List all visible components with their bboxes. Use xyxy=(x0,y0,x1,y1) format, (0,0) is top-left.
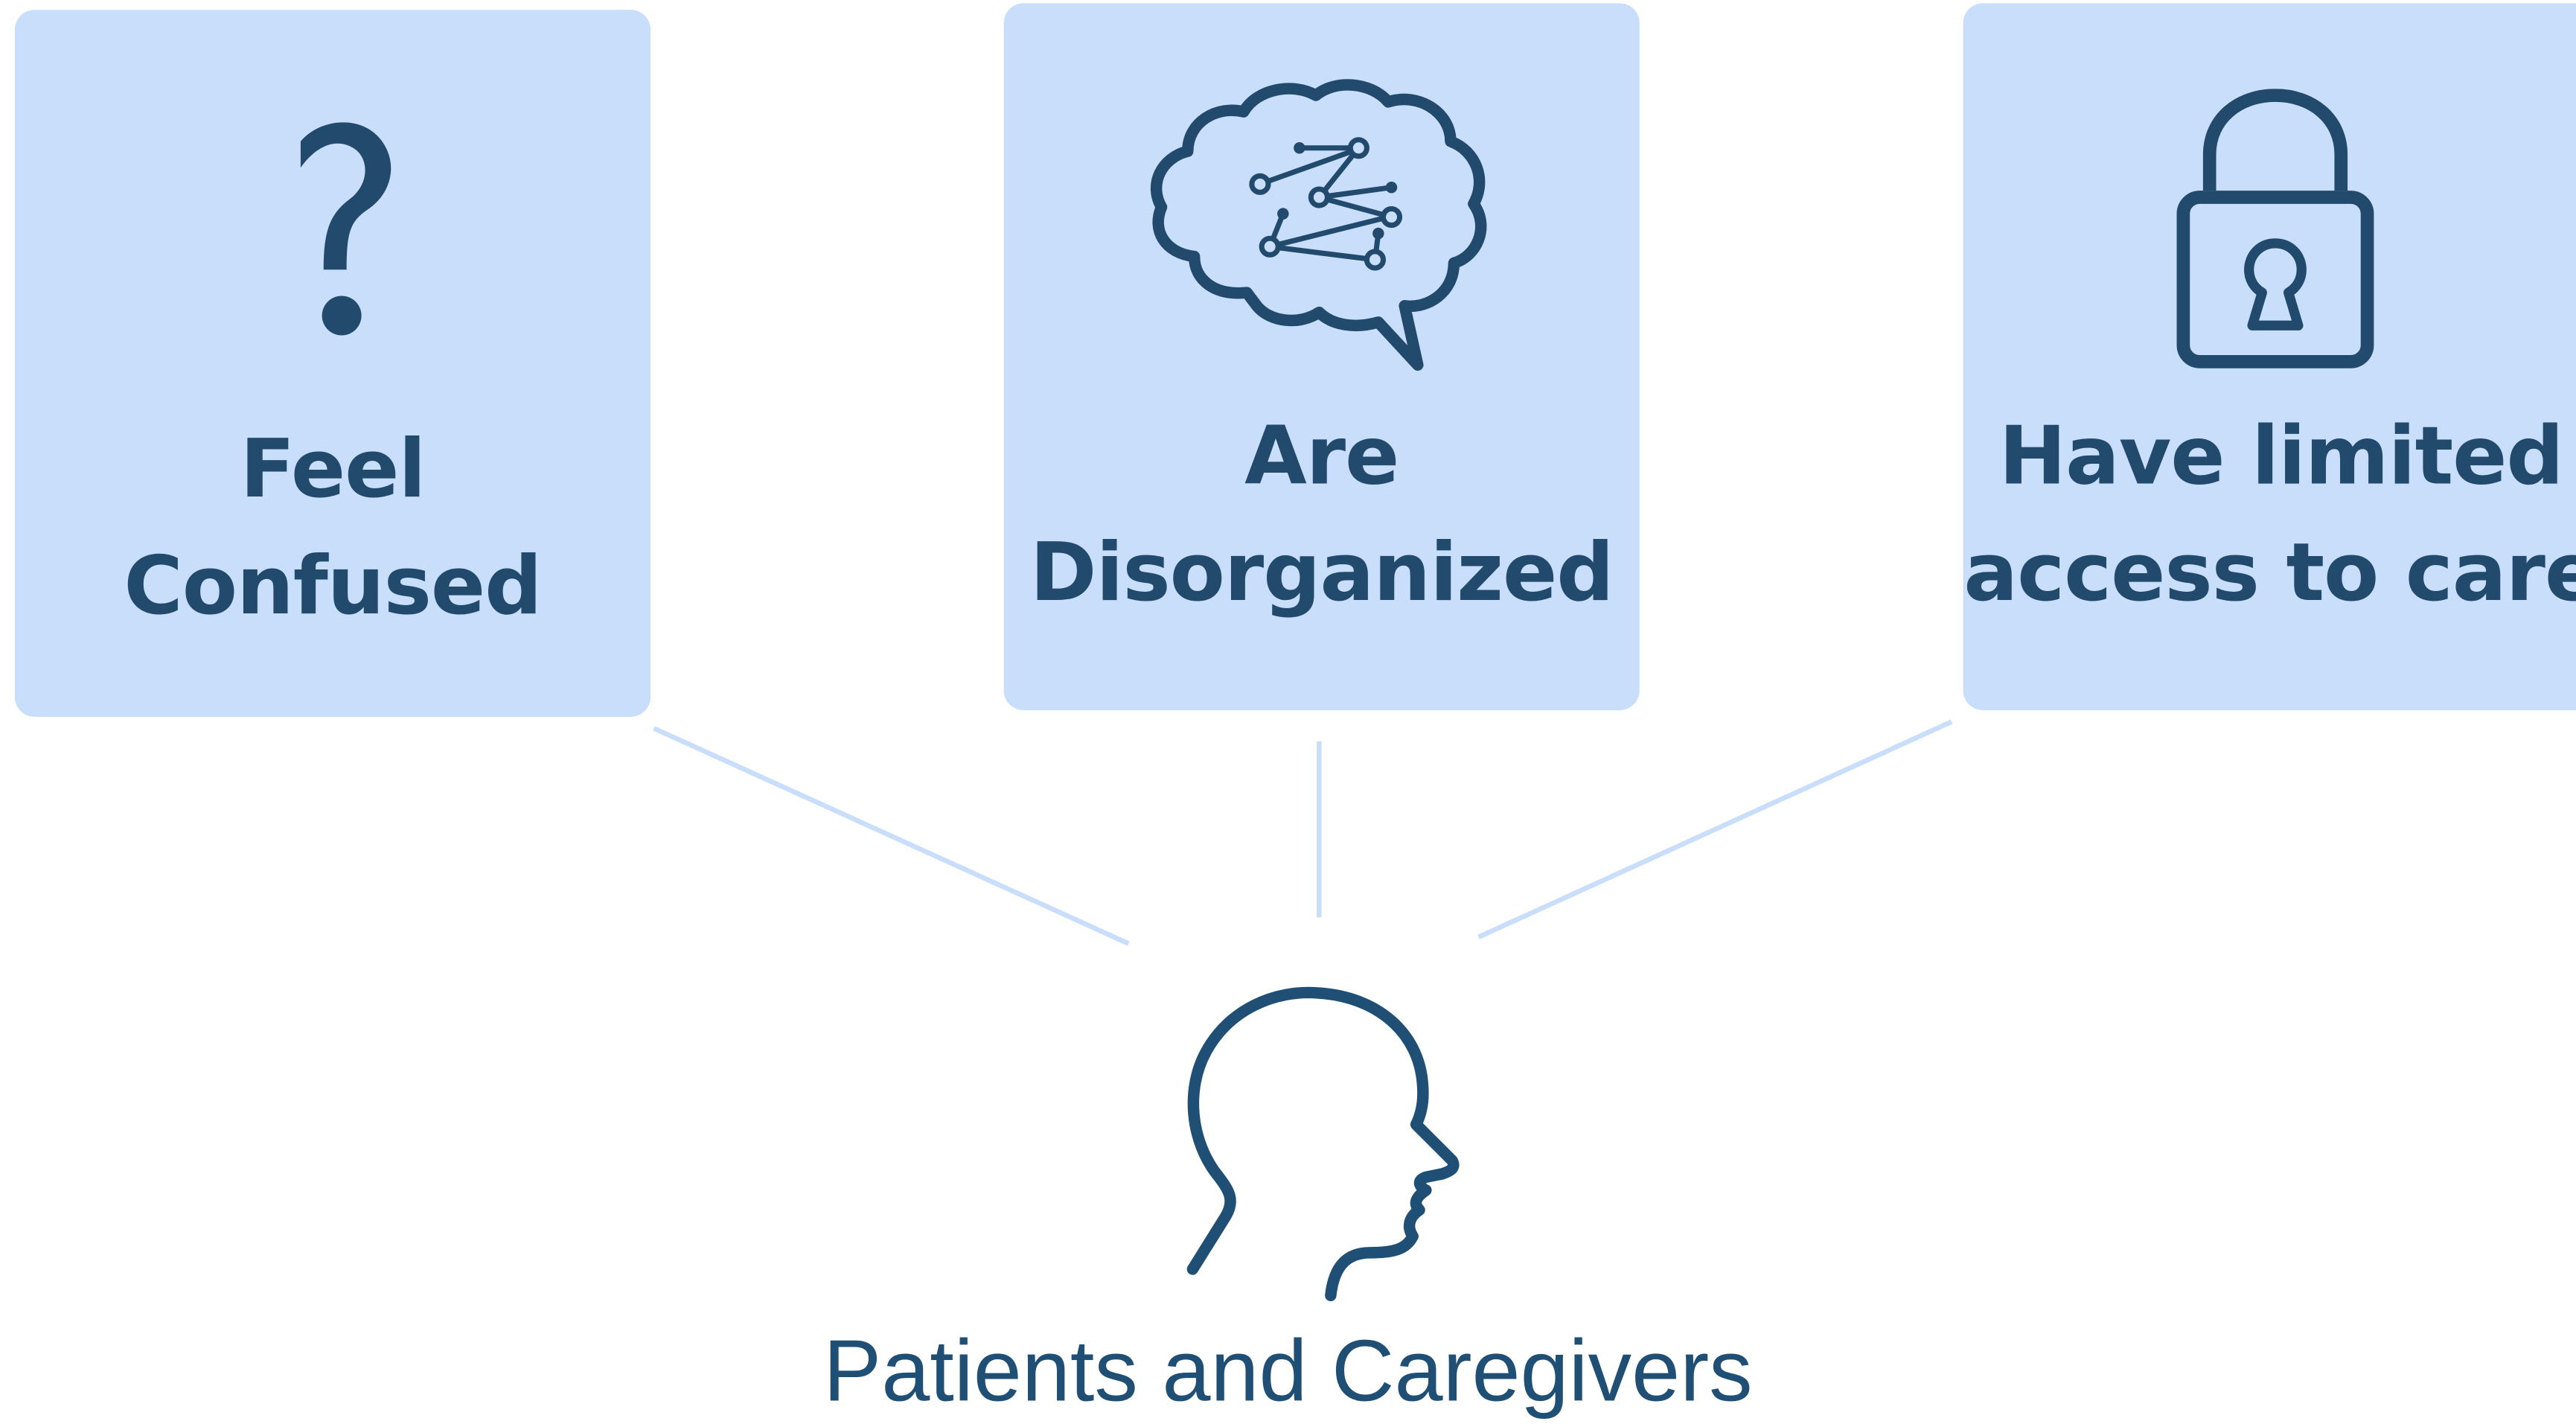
padlock-icon xyxy=(2176,89,2374,368)
card-label-line-2: access to care xyxy=(1963,526,2576,620)
card-label: Feel Confused xyxy=(15,411,651,645)
center-label: Patients and Caregivers xyxy=(823,1323,1753,1421)
brain-thought-icon xyxy=(1150,79,1487,371)
card-limited-access: Have limited access to care xyxy=(1963,3,2576,711)
question-mark-icon xyxy=(300,122,391,336)
card-label-line-1: Are xyxy=(1244,409,1399,503)
card-are-disorganized: Are Disorganized xyxy=(1003,3,1640,711)
card-label: Are Disorganized xyxy=(1004,398,1640,631)
card-label-line-2: Disorganized xyxy=(1029,526,1614,620)
card-label: Have limited access to care xyxy=(1963,398,2576,631)
card-label-line-1: Feel xyxy=(240,422,426,517)
card-feel-confused: Feel Confused xyxy=(14,10,651,717)
card-label-line-1: Have limited xyxy=(1998,409,2564,503)
connector-line-right xyxy=(1477,719,1953,939)
head-profile-icon xyxy=(1186,986,1460,1302)
card-label-line-2: Confused xyxy=(124,539,542,633)
connector-line-left xyxy=(653,726,1130,946)
